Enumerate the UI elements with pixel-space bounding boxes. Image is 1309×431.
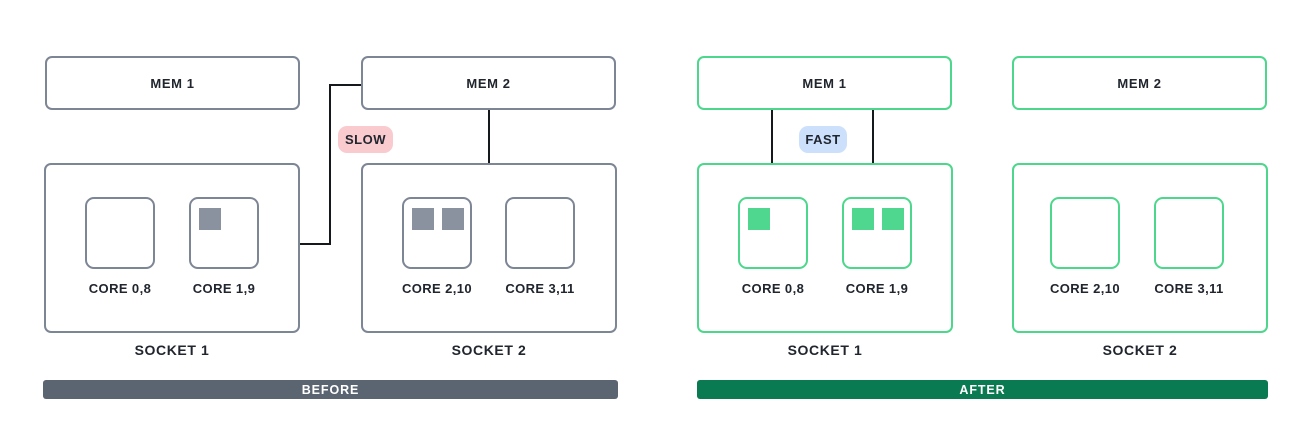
before-core-1-9-label: CORE 1,9	[192, 281, 256, 296]
after-mem2-box: MEM 2	[1012, 56, 1267, 110]
process-chip	[412, 208, 434, 230]
before-mem1-box: MEM 1	[45, 56, 300, 110]
before-core-0-8-label: CORE 0,8	[88, 281, 152, 296]
after-socket1-label: SOCKET 1	[787, 342, 863, 358]
after-core-2-10-box	[1050, 197, 1120, 269]
before-socket2-label: SOCKET 2	[451, 342, 527, 358]
process-chip	[199, 208, 221, 230]
after-core-3-11-label: CORE 3,11	[1154, 281, 1224, 296]
after-socket1-box	[697, 163, 953, 333]
before-core-1-9-chips	[199, 208, 221, 230]
before-core-2-10-chips	[412, 208, 464, 230]
fast-badge: FAST	[799, 126, 847, 153]
before-slow-connector-vertical-line	[329, 84, 331, 245]
before-core-2-10-box	[402, 197, 472, 269]
after-core-0-8-chips	[748, 208, 770, 230]
after-core-0-8-label: CORE 0,8	[741, 281, 805, 296]
before-core-3-11-box	[505, 197, 575, 269]
before-slow-connector-top-line	[329, 84, 361, 86]
after-fast-connector-left-line	[771, 110, 773, 163]
before-core-3-11-label: CORE 3,11	[505, 281, 575, 296]
process-chip	[852, 208, 874, 230]
before-mem2-label: MEM 2	[466, 75, 511, 91]
before-socket1-label: SOCKET 1	[134, 342, 210, 358]
after-mem1-label: MEM 1	[802, 75, 847, 91]
after-core-2-10-label: CORE 2,10	[1049, 281, 1121, 296]
before-mem1-label: MEM 1	[150, 75, 195, 91]
slow-badge: SLOW	[338, 126, 393, 153]
process-chip	[882, 208, 904, 230]
after-fast-connector-right-line	[872, 110, 874, 163]
after-mem1-box: MEM 1	[697, 56, 952, 110]
process-chip	[748, 208, 770, 230]
after-core-1-9-label: CORE 1,9	[845, 281, 909, 296]
after-core-0-8-box	[738, 197, 808, 269]
before-core-1-9-box	[189, 197, 259, 269]
after-core-1-9-box	[842, 197, 912, 269]
before-core-0-8-box	[85, 197, 155, 269]
after-core-3-11-box	[1154, 197, 1224, 269]
after-core-1-9-chips	[852, 208, 904, 230]
after-mem2-label: MEM 2	[1117, 75, 1162, 91]
before-slow-connector-bottom-line	[300, 243, 331, 245]
process-chip	[442, 208, 464, 230]
before-mem2-socket2-line	[488, 110, 490, 163]
before-banner: BEFORE	[43, 380, 618, 399]
before-core-2-10-label: CORE 2,10	[401, 281, 473, 296]
before-mem2-box: MEM 2	[361, 56, 616, 110]
after-banner: AFTER	[697, 380, 1268, 399]
after-socket2-label: SOCKET 2	[1102, 342, 1178, 358]
